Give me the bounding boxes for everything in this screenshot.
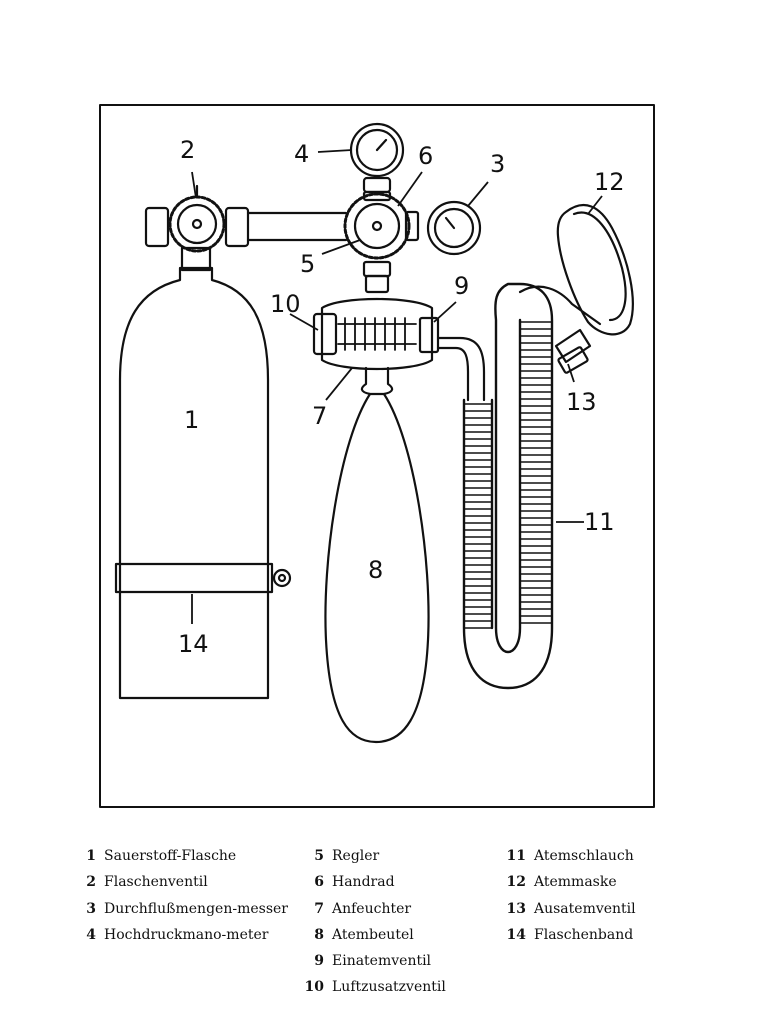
inhale-valve bbox=[418, 316, 440, 354]
legend-item: 13 Ausatemventil bbox=[502, 899, 702, 919]
legend-item: 1 Sauerstoff-Flasche bbox=[78, 846, 288, 866]
air-inlet-valve bbox=[312, 312, 338, 356]
legend-column-1: 1 Sauerstoff-Flasche 2 Flaschenventil 3 Durch… bbox=[78, 846, 288, 951]
legend-item: 2 Flaschenventil bbox=[78, 872, 288, 892]
breathing-mask bbox=[556, 203, 634, 336]
legend-label: Sauerstoff-Flasche bbox=[104, 848, 237, 864]
legend-label: Anfeuchter bbox=[332, 900, 412, 917]
legend-number: 4 bbox=[86, 926, 96, 943]
legend-label: Einatemventil bbox=[332, 953, 432, 970]
legend-label: Flaschenband bbox=[534, 926, 634, 943]
legend-item: 14 Flaschenband bbox=[502, 925, 702, 945]
breathing-bag bbox=[324, 392, 430, 744]
callout-13: 13 bbox=[566, 388, 597, 416]
breathing-hose bbox=[462, 282, 554, 690]
valve-nut-left bbox=[144, 206, 170, 248]
regulator-handwheel bbox=[343, 192, 411, 260]
callout-7: 7 bbox=[312, 402, 327, 430]
legend-number: 2 bbox=[86, 874, 96, 891]
hose-elbow bbox=[436, 336, 486, 402]
callout-11: 11 bbox=[584, 508, 615, 536]
legend-number: 3 bbox=[86, 900, 96, 917]
regulator-stem bbox=[362, 260, 392, 278]
high-pressure-pipe bbox=[246, 211, 348, 242]
legend-item: 12 Atemmaske bbox=[502, 872, 702, 892]
legend-label: Handrad bbox=[332, 874, 395, 891]
callout-5: 5 bbox=[300, 250, 315, 278]
legend-item: 11 Atemschlauch bbox=[502, 846, 702, 866]
legend-number: 14 bbox=[506, 926, 526, 943]
legend-label: Flaschenventil bbox=[104, 874, 208, 891]
legend-label: Durchflußmengen-messer bbox=[104, 900, 288, 917]
valve-nut-right bbox=[224, 206, 250, 248]
oxygen-apparatus-diagram: 2 4 6 3 12 5 10 9 13 7 1 11 8 14 bbox=[99, 104, 655, 808]
flow-meter-gauge bbox=[426, 200, 482, 256]
legend-item: 10 Luftzusatzventil bbox=[300, 977, 500, 997]
legend-label: Regler bbox=[332, 848, 380, 864]
legend-column-2: 5 Regler 6 Handrad 7 Anfeuchter 8 Atembeutel 9 Ei… bbox=[300, 846, 500, 1004]
callout-12: 12 bbox=[594, 168, 625, 196]
callout-10: 10 bbox=[270, 290, 301, 318]
legend-item: 7 Anfeuchter bbox=[300, 899, 500, 919]
humidifier-spring bbox=[337, 317, 417, 351]
legend-label: Ausatemventil bbox=[534, 900, 636, 917]
valve-neck bbox=[180, 246, 212, 272]
humidifier-housing bbox=[320, 297, 434, 371]
legend-number: 10 bbox=[304, 979, 324, 996]
legend-number: 11 bbox=[506, 848, 526, 864]
legend-number: 12 bbox=[506, 874, 526, 891]
legend-item: 4 Hochdruckmano-meter bbox=[78, 925, 288, 945]
legend-label: Atembeutel bbox=[332, 926, 414, 943]
legend-number: 5 bbox=[314, 848, 324, 864]
diagram-frame bbox=[99, 104, 655, 808]
callout-1: 1 bbox=[184, 406, 199, 434]
callout-8: 8 bbox=[368, 556, 383, 584]
legend-item: 3 Durchflußmengen-messer bbox=[78, 899, 288, 919]
legend-number: 6 bbox=[314, 874, 324, 891]
legend-number: 1 bbox=[86, 848, 96, 864]
callout-6: 6 bbox=[418, 142, 433, 170]
callout-3: 3 bbox=[490, 150, 505, 178]
legend-number: 7 bbox=[314, 900, 324, 917]
oxygen-cylinder bbox=[118, 266, 270, 700]
legend-label: Atemschlauch bbox=[534, 848, 634, 864]
callout-4: 4 bbox=[294, 140, 309, 168]
legend-number: 13 bbox=[506, 900, 526, 917]
legend-item: 9 Einatemventil bbox=[300, 951, 500, 971]
band-screw-icon bbox=[272, 568, 292, 588]
legend-label: Atemmaske bbox=[534, 874, 617, 891]
callout-9: 9 bbox=[454, 272, 469, 300]
legend-number: 9 bbox=[314, 953, 324, 970]
callout-14: 14 bbox=[178, 630, 209, 658]
cylinder-band bbox=[114, 562, 274, 594]
legend-item: 5 Regler bbox=[300, 846, 500, 866]
legend-column-3: 11 Atemschlauch 12 Atemmaske 13 Ausatemventil… bbox=[502, 846, 702, 951]
hose-ribs-left bbox=[463, 403, 493, 629]
legend-label: Luftzusatzventil bbox=[332, 979, 446, 996]
callout-2: 2 bbox=[180, 136, 195, 164]
legend-number: 8 bbox=[314, 926, 324, 943]
legend-item: 8 Atembeutel bbox=[300, 925, 500, 945]
hose-ribs-right bbox=[519, 321, 553, 624]
legend-label: Hochdruckmano-meter bbox=[104, 926, 269, 943]
legend-item: 6 Handrad bbox=[300, 872, 500, 892]
